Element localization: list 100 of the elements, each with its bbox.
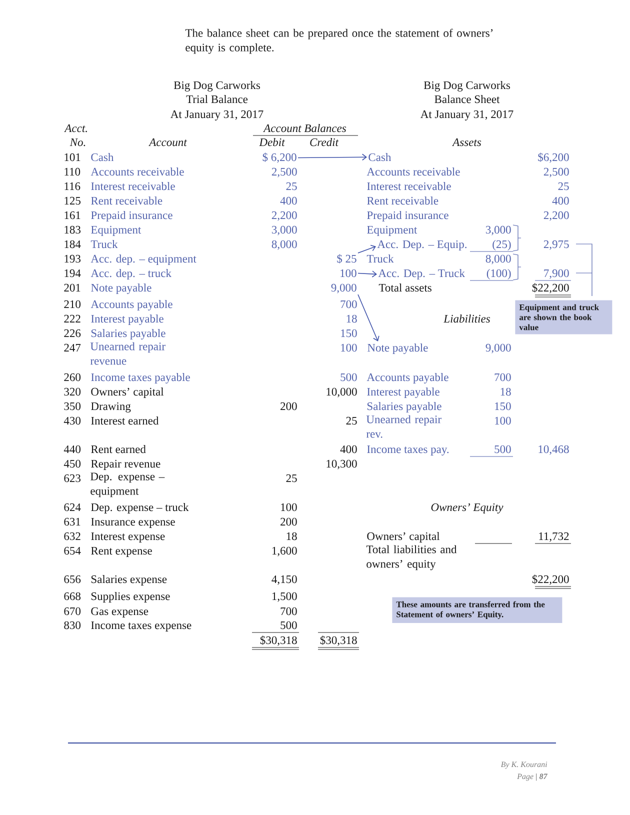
statement-heading: Big Dog Carworks xyxy=(174,81,260,92)
amount: 4,150 xyxy=(272,575,297,585)
account-number: 668 xyxy=(64,592,81,600)
account-number: 632 xyxy=(64,532,80,540)
account-name: Interest payable xyxy=(367,388,440,398)
section-heading: Liabilities xyxy=(444,314,490,323)
statement-heading: At January 31, 2017 xyxy=(420,110,514,120)
amount: 25 xyxy=(286,474,297,482)
amount: 10,468 xyxy=(538,445,569,455)
account-name: Rent earned xyxy=(91,445,146,454)
section-heading: Assets xyxy=(452,138,482,146)
account-name: Salaries expense xyxy=(91,575,167,586)
amount: 8,000 xyxy=(272,240,297,250)
account-name: Accounts receivable xyxy=(90,168,184,176)
account-name: Income taxes expense xyxy=(91,621,192,632)
account-name: Rent receivable xyxy=(91,196,162,205)
amount: 150 xyxy=(341,329,357,338)
column-heading: Acct. xyxy=(64,124,87,132)
amount: 100 xyxy=(341,344,357,352)
account-number: 222 xyxy=(64,314,80,322)
amount: 10,000 xyxy=(326,388,357,398)
statement-heading: Big Dog Carworks xyxy=(424,81,510,92)
amount: 18 xyxy=(500,388,511,396)
column-heading: Credit xyxy=(310,138,339,146)
account-name: Acc. Dep. – Equip. xyxy=(377,240,466,250)
amount: 11,732 xyxy=(534,532,572,544)
amount: 8,000 xyxy=(486,254,511,264)
amount: $22,200 xyxy=(532,574,572,589)
account-number: 430 xyxy=(64,416,81,425)
amount: $ 6,200 xyxy=(262,152,296,163)
amount: 18 xyxy=(346,314,357,323)
amount: 500 xyxy=(340,373,357,382)
account-number: 116 xyxy=(64,182,80,190)
account-name: Gas expense xyxy=(91,607,148,618)
arrow xyxy=(358,244,376,254)
amount: 200 xyxy=(280,402,297,410)
account-name: Acc. dep. – truck xyxy=(90,269,172,280)
amount: 100 xyxy=(495,416,511,425)
statement-heading: Balance Sheet xyxy=(434,95,500,104)
account-name: Unearned repair rev. xyxy=(366,415,442,438)
account-name: Salaries payable xyxy=(367,402,442,412)
amount: 700 xyxy=(280,607,297,616)
amount: 18 xyxy=(286,532,297,540)
account-name: Owners’ capital xyxy=(367,532,440,542)
note-text: The balance sheet can be prepared once the statement of owners’ equity is complete. xyxy=(185,28,493,54)
account-name: Salaries payable xyxy=(91,329,166,340)
callout-box: Equipment and truck are shown the book value xyxy=(515,300,612,334)
account-name: Interest payable xyxy=(91,314,164,325)
account-name: Owners’ capital xyxy=(91,388,164,398)
account-number: 184 xyxy=(64,240,81,248)
account-name: Equipment xyxy=(91,226,142,236)
account-name: Accounts payable xyxy=(366,373,448,384)
account-name: Equipment xyxy=(367,226,418,236)
amount: $6,200 xyxy=(538,152,569,163)
author-credit: By K. Kourani xyxy=(500,762,548,769)
amount: 3,000 xyxy=(486,226,511,236)
account-number: 830 xyxy=(64,621,81,630)
amount: 25 xyxy=(346,416,357,425)
account-number: 193 xyxy=(64,254,80,263)
amount: $30,318 xyxy=(252,636,300,650)
amount: 700 xyxy=(340,300,357,308)
account-name: Income taxes pay. xyxy=(367,445,449,456)
amount: $22,200 xyxy=(532,283,572,298)
arrow xyxy=(358,270,377,278)
amount: 25 xyxy=(286,182,297,190)
amount: 2,500 xyxy=(544,168,569,178)
account-number: 624 xyxy=(64,503,81,512)
account-number: 623 xyxy=(64,474,80,482)
account-name: Insurance expense xyxy=(91,518,175,528)
amount: 2,500 xyxy=(272,168,297,178)
column-heading: Account Balances xyxy=(252,124,358,136)
callout-box: These amounts are transferred from the Statement of owners’ Equity. xyxy=(392,597,562,624)
page-number: Page | 87 xyxy=(517,773,548,781)
account-number: 247 xyxy=(64,344,81,352)
account-number: 654 xyxy=(64,546,81,555)
account-name: Interest receivable xyxy=(91,182,175,190)
account-name: Note payable xyxy=(91,284,152,294)
column-heading: Debit xyxy=(259,138,285,146)
account-number: 210 xyxy=(64,300,81,308)
account-name: Truck xyxy=(366,254,394,263)
section-heading: Owners’ Equity xyxy=(431,503,504,514)
account-number: 631 xyxy=(64,518,80,526)
amount: 2,975 xyxy=(544,240,569,250)
arrow xyxy=(298,154,367,161)
amount: 2,200 xyxy=(272,211,297,221)
amount: 1,500 xyxy=(272,592,297,602)
account-name: Income taxes payable xyxy=(91,373,190,384)
amount: (25) xyxy=(470,240,514,252)
account-name: Accounts receivable xyxy=(366,168,460,176)
account-name: Supplies expense xyxy=(91,592,170,602)
account-name: Prepaid insurance xyxy=(367,211,448,222)
account-name: Interest receivable xyxy=(367,182,451,190)
arrow xyxy=(358,294,380,342)
amount: 500 xyxy=(252,621,300,633)
account-name: Rent expense xyxy=(91,546,152,557)
amount: 100 xyxy=(281,503,297,512)
account-name: Accounts payable xyxy=(90,300,172,310)
account-number: 161 xyxy=(64,211,80,220)
account-name: Dep. expense – equipment xyxy=(90,472,165,498)
account-number: 670 xyxy=(64,607,81,616)
